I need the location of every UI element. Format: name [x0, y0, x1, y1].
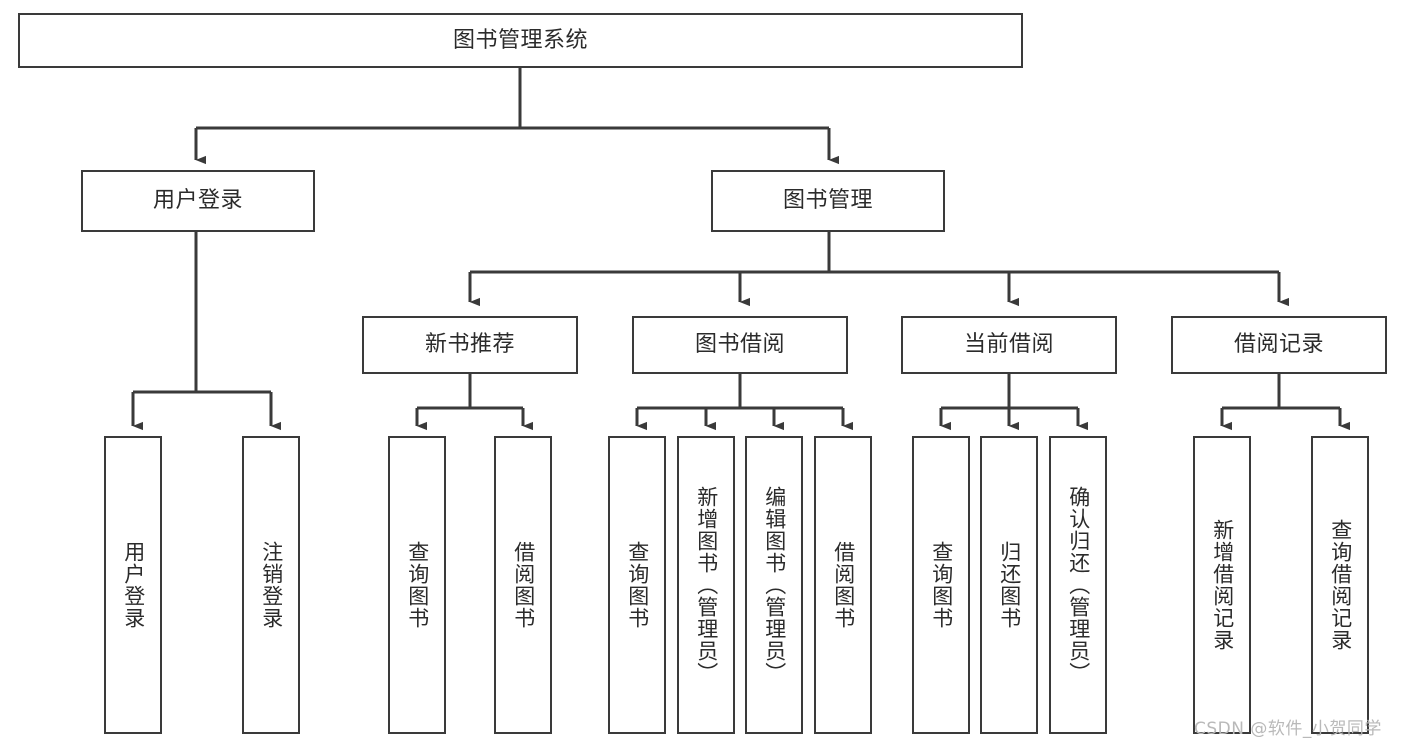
node-user-login-label: 用户登录	[152, 188, 243, 214]
node-leaf-query-book-1-label: 查询图书	[405, 541, 430, 629]
node-current-borrow[interactable]: 当前借阅	[901, 316, 1117, 374]
node-leaf-query-record[interactable]: 查询借阅记录	[1311, 436, 1369, 734]
node-leaf-edit-book[interactable]: 编辑图书（管理员）	[745, 436, 803, 734]
node-leaf-borrow-book-1[interactable]: 借阅图书	[494, 436, 552, 734]
node-leaf-add-book-label: 新增图书（管理员）	[694, 486, 719, 684]
node-current-borrow-label: 当前借阅	[963, 332, 1054, 358]
node-leaf-add-record-label: 新增借阅记录	[1210, 519, 1235, 651]
node-leaf-borrow-book-2[interactable]: 借阅图书	[814, 436, 872, 734]
node-root-label: 图书管理系统	[452, 27, 588, 53]
node-book-manage[interactable]: 图书管理	[711, 170, 945, 232]
node-book-borrow[interactable]: 图书借阅	[632, 316, 848, 374]
node-leaf-query-book-2[interactable]: 查询图书	[608, 436, 666, 734]
node-leaf-add-book[interactable]: 新增图书（管理员）	[677, 436, 735, 734]
node-book-manage-label: 图书管理	[782, 188, 873, 214]
node-leaf-query-record-label: 查询借阅记录	[1328, 519, 1353, 651]
node-borrow-record-label: 借阅记录	[1233, 332, 1324, 358]
node-new-book-recommend[interactable]: 新书推荐	[362, 316, 578, 374]
node-book-borrow-label: 图书借阅	[694, 332, 785, 358]
node-leaf-query-book-1[interactable]: 查询图书	[388, 436, 446, 734]
node-root[interactable]: 图书管理系统	[18, 13, 1023, 68]
node-user-login[interactable]: 用户登录	[81, 170, 315, 232]
node-leaf-return-book-label: 归还图书	[997, 541, 1022, 629]
node-new-book-recommend-label: 新书推荐	[424, 332, 515, 358]
csdn-watermark: CSDN @软件_小贺同学	[1194, 719, 1382, 739]
node-leaf-edit-book-label: 编辑图书（管理员）	[762, 486, 787, 684]
node-leaf-query-book-2-label: 查询图书	[625, 541, 650, 629]
node-leaf-borrow-book-2-label: 借阅图书	[831, 541, 856, 629]
node-leaf-confirm-return-label: 确认归还（管理员）	[1066, 486, 1091, 684]
node-leaf-query-book-3-label: 查询图书	[929, 541, 954, 629]
node-leaf-add-record[interactable]: 新增借阅记录	[1193, 436, 1251, 734]
node-leaf-confirm-return[interactable]: 确认归还（管理员）	[1049, 436, 1107, 734]
node-leaf-borrow-book-1-label: 借阅图书	[511, 541, 536, 629]
node-leaf-user-login-label: 用户登录	[121, 541, 146, 629]
node-leaf-return-book[interactable]: 归还图书	[980, 436, 1038, 734]
node-leaf-user-login[interactable]: 用户登录	[104, 436, 162, 734]
node-leaf-logout-label: 注销登录	[259, 541, 284, 629]
node-leaf-query-book-3[interactable]: 查询图书	[912, 436, 970, 734]
node-borrow-record[interactable]: 借阅记录	[1171, 316, 1387, 374]
node-leaf-logout[interactable]: 注销登录	[242, 436, 300, 734]
